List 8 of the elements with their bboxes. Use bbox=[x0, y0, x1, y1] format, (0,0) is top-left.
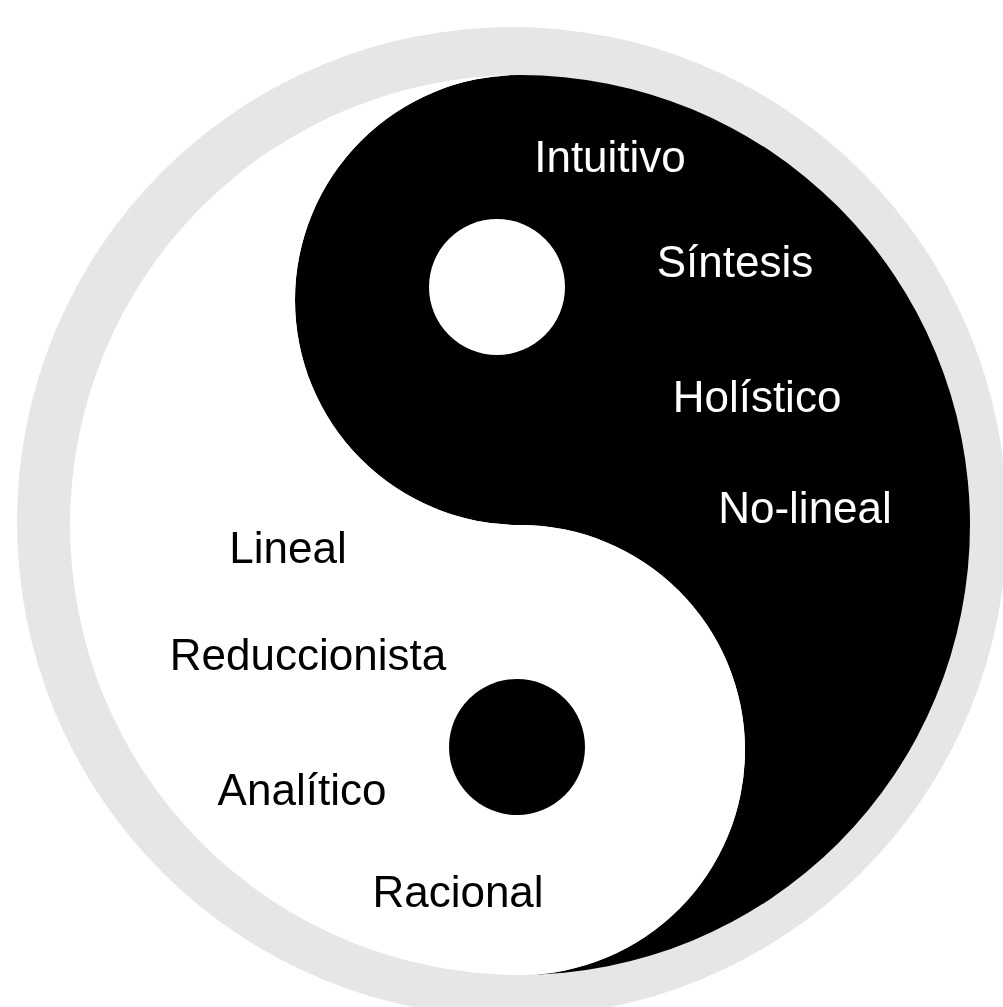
trait-label: Holístico bbox=[672, 372, 842, 422]
trait-label: Reduccionista bbox=[169, 630, 447, 680]
trait-label: No-lineal bbox=[718, 483, 892, 533]
trait-label: Racional bbox=[372, 867, 544, 917]
trait-label: Síntesis bbox=[656, 237, 814, 287]
trait-label: Lineal bbox=[229, 523, 347, 573]
trait-label: Analítico bbox=[217, 765, 387, 815]
trait-label: Intuitivo bbox=[534, 132, 686, 182]
